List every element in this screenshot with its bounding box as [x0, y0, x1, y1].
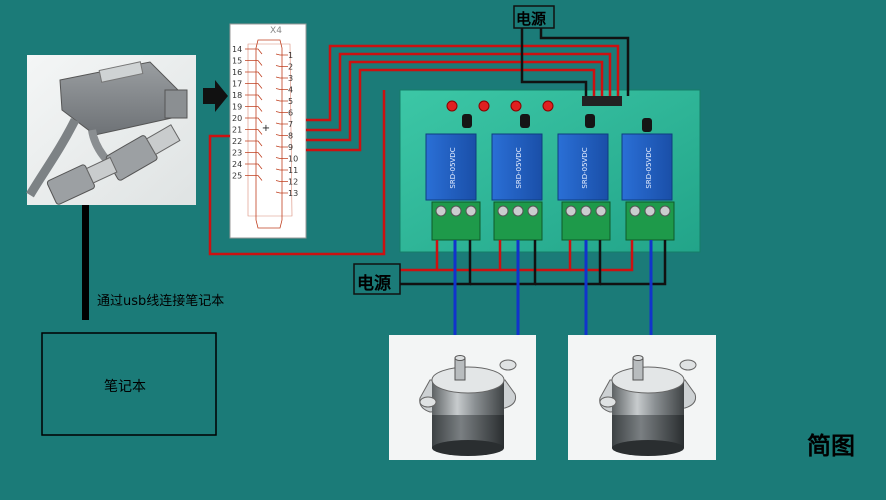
- terminal-screw: [659, 205, 671, 217]
- terminal-screw: [465, 205, 477, 217]
- pin-stub-right: [275, 134, 288, 136]
- pin-label-right: 11: [288, 166, 298, 175]
- pin-label-right: 6: [288, 109, 293, 118]
- pin-label-left: 14: [232, 45, 242, 54]
- pin-label-right: 8: [288, 132, 293, 141]
- pin-label-left: 24: [232, 160, 242, 169]
- terminal-screw: [527, 205, 539, 217]
- terminal-screw: [595, 205, 607, 217]
- pin-label-left: 18: [232, 91, 242, 100]
- relay-3: SRD-05VDC: [557, 133, 609, 201]
- arrow-right-icon: [203, 80, 228, 112]
- pin-stub-right: [275, 76, 288, 79]
- pin-stub-left: [245, 60, 263, 66]
- pin-label-right: 12: [288, 178, 298, 187]
- pin-label-left: 22: [232, 137, 242, 146]
- pin-stub-right: [275, 65, 288, 67]
- svg-text:SRD-05VDC: SRD-05VDC: [645, 147, 653, 188]
- db25-connector-x4: [229, 23, 307, 239]
- pin-stub-right: [275, 145, 288, 148]
- svg-text:SRD-05VDC: SRD-05VDC: [581, 147, 589, 188]
- pin-stub-right: [275, 180, 288, 182]
- pin-stub-right: [275, 53, 288, 56]
- terminal-screw: [580, 205, 592, 217]
- pin-label-left: 15: [232, 57, 242, 66]
- pin-label-right: 9: [288, 143, 293, 152]
- connector-left-pins: 14 15 16 17 18 19 20 21 22 23 24 25: [232, 45, 263, 181]
- bottom-power-label: 电源: [357, 274, 391, 294]
- relay-2: SRD-05VDC: [491, 133, 543, 201]
- wires: [208, 28, 667, 336]
- relay-board-photo: SRD-05VDC SRD-05VDC SRD-05VDC SRD-05VDC: [399, 89, 701, 253]
- pin-label-right: 3: [288, 74, 293, 83]
- terminal-screw: [565, 205, 577, 217]
- terminal-screw: [629, 205, 641, 217]
- pin-stub-left: [245, 152, 263, 158]
- pin-stub-left: [245, 71, 263, 78]
- pin-stub-right: [275, 99, 288, 102]
- svg-text:SRD-05VDC: SRD-05VDC: [449, 147, 457, 188]
- relay-1: SRD-05VDC: [425, 133, 477, 201]
- diagram-title: 简图: [807, 432, 855, 460]
- pin-stub-left: [245, 83, 263, 89]
- pin-label-left: 17: [232, 80, 242, 89]
- bottom-power-box: [353, 263, 401, 295]
- usb-cable-label: 通过usb线连接笔记本: [97, 294, 225, 309]
- pin-stub-right: [275, 191, 288, 194]
- pin-label-left: 19: [232, 103, 242, 112]
- top-power-box: [513, 5, 555, 29]
- terminal-screw: [435, 205, 447, 217]
- pin-stub-left: [245, 94, 263, 101]
- laptop-box: [41, 332, 217, 436]
- pin-stub-left: [245, 106, 263, 112]
- pin-stub-right: [275, 157, 288, 159]
- terminal-screw: [644, 205, 656, 217]
- relay-4: SRD-05VDC: [621, 133, 673, 201]
- pin-stub-left: [245, 129, 263, 135]
- pin-label-right: 1: [288, 51, 293, 60]
- pin-label-left: 25: [232, 172, 242, 181]
- stepper-motor-1: [389, 335, 536, 460]
- pin-label-right: 4: [288, 86, 293, 95]
- terminal-screw: [497, 205, 509, 217]
- pin-stub-left: [245, 163, 263, 170]
- laptop-label: 笔记本: [104, 379, 146, 395]
- usb-cable-line: [82, 205, 89, 320]
- svg-text:SRD-05VDC: SRD-05VDC: [515, 147, 523, 188]
- pin-label-left: 23: [232, 149, 242, 158]
- usb-parallel-cable-photo: [26, 55, 196, 205]
- connector-center-mark: +: [262, 123, 270, 134]
- pin-stub-left: [245, 175, 263, 181]
- pin-label-left: 20: [232, 114, 242, 123]
- pin-stub-right: [275, 88, 288, 90]
- pin-label-left: 16: [232, 68, 242, 77]
- stepper-motor-2: [568, 335, 716, 460]
- terminal-screw: [450, 205, 462, 217]
- pin-stub-right: [275, 111, 288, 113]
- pin-stub-right: [275, 122, 288, 125]
- pin-stub-left: [245, 117, 263, 124]
- pin-label-right: 10: [288, 155, 298, 164]
- connector-name: X4: [270, 26, 282, 36]
- pin-stub-right: [275, 168, 288, 171]
- terminal-screw: [512, 205, 524, 217]
- pin-stub-left: [245, 48, 263, 55]
- pin-label-left: 21: [232, 126, 242, 135]
- top-power-label: 电源: [516, 10, 547, 28]
- pin-label-right: 13: [288, 189, 298, 198]
- pin-label-right: 5: [288, 97, 293, 106]
- led-row: [446, 100, 554, 112]
- pin-stub-left: [245, 140, 263, 147]
- pin-label-right: 2: [288, 63, 293, 72]
- pin-label-right: 7: [288, 120, 293, 129]
